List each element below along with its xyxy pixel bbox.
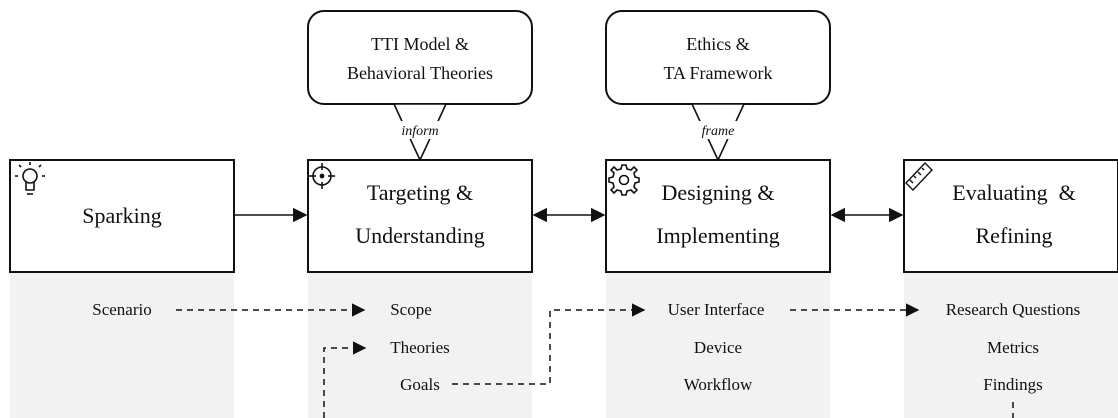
evaluating-panel: [904, 272, 1118, 418]
targeting-item-theories: Theories: [390, 338, 449, 357]
designing-item-user-interface: User Interface: [668, 300, 765, 319]
designing-item-workflow: Workflow: [684, 375, 753, 394]
evaluating-title-line1: Evaluating &: [952, 180, 1075, 205]
sparking-panel: [10, 272, 234, 418]
evaluating-item-metrics: Metrics: [987, 338, 1039, 357]
targeting-panel: [308, 272, 532, 418]
frame-connector: frame: [690, 103, 746, 162]
evaluating-title-line2: Refining: [976, 223, 1053, 248]
targeting-item-scope: Scope: [390, 300, 432, 319]
inform-label: inform: [401, 124, 438, 139]
designing-title-line2: Implementing: [656, 223, 779, 248]
targeting-title-line1: Targeting &: [367, 180, 473, 205]
designing-box: Designing & Implementing: [605, 159, 831, 273]
evaluating-item-findings: Findings: [983, 375, 1043, 394]
targeting-item-goals: Goals: [400, 375, 440, 394]
targeting-box: Targeting & Understanding: [307, 159, 533, 273]
designing-title-line1: Designing &: [661, 180, 774, 205]
lightbulb-icon: [15, 162, 45, 195]
model-box-line2: Behavioral Theories: [347, 63, 493, 83]
model-box-line1: TTI Model &: [371, 34, 469, 54]
crosshair-icon: [309, 163, 335, 189]
inform-connector: inform: [392, 103, 448, 162]
model-theories-box: TTI Model & Behavioral Theories: [307, 10, 533, 105]
findings-to-theories-arrow: [323, 348, 1014, 418]
designing-item-device: Device: [694, 338, 742, 357]
targeting-title-line2: Understanding: [355, 223, 485, 248]
designing-panel: [606, 272, 830, 418]
frame-label: frame: [702, 124, 735, 139]
ruler-icon: [905, 161, 933, 192]
evaluating-box: Evaluating & Refining: [903, 159, 1118, 273]
goals-to-user-interface-arrow: [452, 303, 646, 385]
evaluating-item-research-questions: Research Questions: [946, 300, 1081, 319]
sparking-box: Sparking: [9, 159, 235, 273]
ethics-box-line1: Ethics &: [686, 34, 750, 54]
ethics-framework-box: Ethics & TA Framework: [605, 10, 831, 105]
sparking-item-scenario: Scenario: [92, 300, 151, 319]
ethics-box-line2: TA Framework: [663, 63, 772, 83]
sparking-title: Sparking: [82, 203, 161, 228]
gear-icon: [608, 164, 640, 196]
